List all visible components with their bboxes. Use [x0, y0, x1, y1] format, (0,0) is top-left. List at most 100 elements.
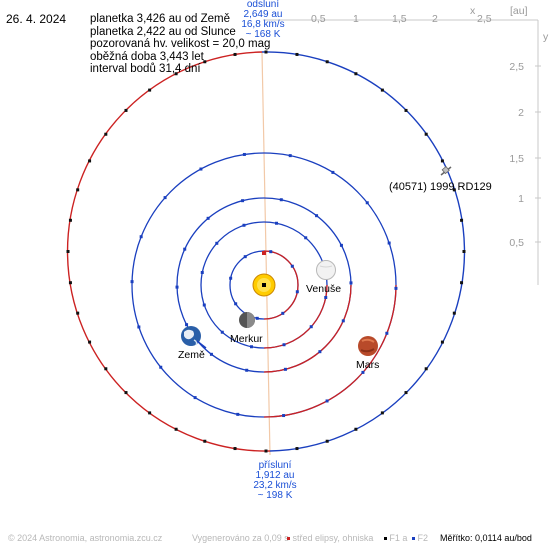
planet-orbit-point: [236, 412, 240, 416]
asteroid-orbit-point: [174, 427, 178, 431]
legend-f1-text: F1 a: [389, 533, 408, 543]
earth-direction-line: [196, 340, 207, 349]
y-tick-label: 2,5: [509, 61, 524, 73]
footer-copyright: © 2024 Astronomia, astronomia.zcu.cz: [8, 533, 163, 543]
info-interval: interval bodů 31,4 dní: [90, 63, 201, 76]
x-tick-label: 2: [432, 13, 438, 25]
aphelion-temp: ~ 168 K: [245, 29, 281, 40]
planet-orbit-point: [249, 345, 253, 349]
asteroid-orbit-point: [233, 52, 237, 56]
planet-orbit-point: [385, 331, 389, 335]
planet-orbit-point: [159, 365, 163, 369]
perihelion-label: přísluní: [258, 460, 292, 471]
legend-center-marker: [287, 537, 290, 541]
planet-orbit-point: [279, 198, 283, 202]
perihelion-speed: 23,2 km/s: [253, 480, 297, 491]
legend-f2-marker: [411, 537, 415, 541]
planet-orbit-point: [349, 281, 353, 285]
asteroid-orbit-point: [104, 367, 108, 371]
planet-orbit-point: [229, 276, 233, 280]
asteroid-orbit-points: [66, 50, 466, 453]
asteroid-orbit-point: [440, 159, 444, 163]
asteroid-orbit-point: [424, 367, 428, 371]
earth-label: Země: [178, 349, 205, 361]
planet-orbit-point: [193, 396, 197, 400]
asteroid-orbit-point: [174, 72, 178, 76]
planet-orbit-point: [283, 367, 287, 371]
venus-label: Venuše: [306, 283, 341, 295]
asteroid-orbit-point: [452, 188, 456, 192]
planet-orbit-point: [365, 201, 369, 205]
planet-orbit-point: [202, 303, 206, 307]
planet-orbit-point: [281, 311, 285, 315]
date-label: 26. 4. 2024: [6, 12, 67, 26]
asteroid-orbit-point: [124, 391, 128, 395]
mars-planet: [358, 336, 378, 356]
asteroid-orbit-point: [452, 311, 456, 315]
asteroid-marker: [440, 165, 452, 176]
info-magnitude: pozorovaná hv. velikost = 20,0 mag: [90, 38, 271, 51]
asteroid-orbit-point: [66, 250, 70, 253]
footer-generated: Vygenerováno za 0,09 s: [192, 533, 289, 543]
asteroid-orbit-point: [380, 88, 384, 92]
planet-orbit-point: [200, 270, 204, 274]
asteroid-orbit-point: [354, 427, 358, 431]
y-tick-label: 1,5: [509, 153, 524, 165]
earth-orbit-red-arc: [263, 284, 352, 373]
planet-orbit-point: [242, 223, 246, 227]
aphelion-speed: 16,8 km/s: [241, 19, 285, 30]
asteroid-orbit-point: [325, 439, 329, 443]
y-axis-label: y: [543, 31, 549, 43]
asteroid-orbit-point: [264, 449, 268, 453]
asteroid-orbit-point: [148, 88, 152, 92]
planet-orbit-point: [199, 167, 203, 171]
axis-unit-label: [au]: [510, 5, 528, 17]
planet-orbit-point: [245, 368, 249, 372]
planet-orbit-point: [339, 243, 343, 247]
planet-orbit-point: [309, 325, 313, 329]
planet-orbit-point: [234, 302, 238, 306]
earth-planet: [181, 326, 201, 346]
x-tick-label: 2,5: [477, 13, 492, 25]
info-sun-distance: planetka 2,422 au od Slunce: [90, 25, 236, 38]
x-tick-label: 0,5: [311, 13, 326, 25]
aphelion-label: odsluní: [246, 0, 280, 10]
asteroid-orbit-point: [380, 411, 384, 415]
asteroid-orbit-blue: [261, 51, 466, 452]
info-panel: planetka 3,426 au od Země planetka 2,422…: [90, 13, 270, 76]
asteroid-orbit-point: [264, 50, 268, 54]
asteroid-name: (40571) 1999 RD129: [389, 181, 492, 193]
asteroid-orbit-point: [203, 439, 207, 443]
planet-orbit-point: [290, 264, 294, 268]
x-tick-label: 1: [353, 13, 359, 25]
asteroid-orbit-point: [440, 340, 444, 344]
asteroid-orbit-red: [66, 51, 271, 452]
planet-orbit-point: [209, 352, 213, 356]
asteroid-orbit-point: [88, 159, 92, 163]
planet-orbit-point: [282, 414, 286, 418]
planet-orbit-point: [295, 290, 299, 294]
legend-f2-text: F2: [417, 533, 428, 543]
planet-orbit-point: [269, 250, 273, 254]
asteroid-orbit-point: [88, 340, 92, 344]
footer-scale: Měřítko: 0,0114 au/bod: [440, 533, 532, 543]
planet-orbit-point: [324, 296, 328, 300]
asteroid-orbit-point: [462, 250, 466, 253]
asteroid-orbit-point: [404, 391, 408, 395]
planet-orbit-point: [137, 325, 141, 329]
planet-orbit-point: [242, 152, 246, 156]
planet-orbit-point: [255, 316, 259, 320]
planet-orbit-point: [325, 399, 329, 403]
planet-orbit-point: [341, 319, 345, 323]
planet-orbit-point: [139, 235, 143, 239]
asteroid-orbit-point: [68, 281, 72, 285]
asteroid-orbit-point: [104, 132, 108, 136]
asteroid-orbit-point: [404, 108, 408, 112]
venus-planet: [316, 260, 336, 280]
y-tick-label: 0,5: [509, 237, 524, 249]
earth-orbit-points: [130, 152, 398, 418]
planet-orbit-point: [275, 221, 279, 225]
perihelion-temp: ~ 198 K: [257, 490, 293, 501]
asteroid-orbit-point: [354, 72, 358, 76]
